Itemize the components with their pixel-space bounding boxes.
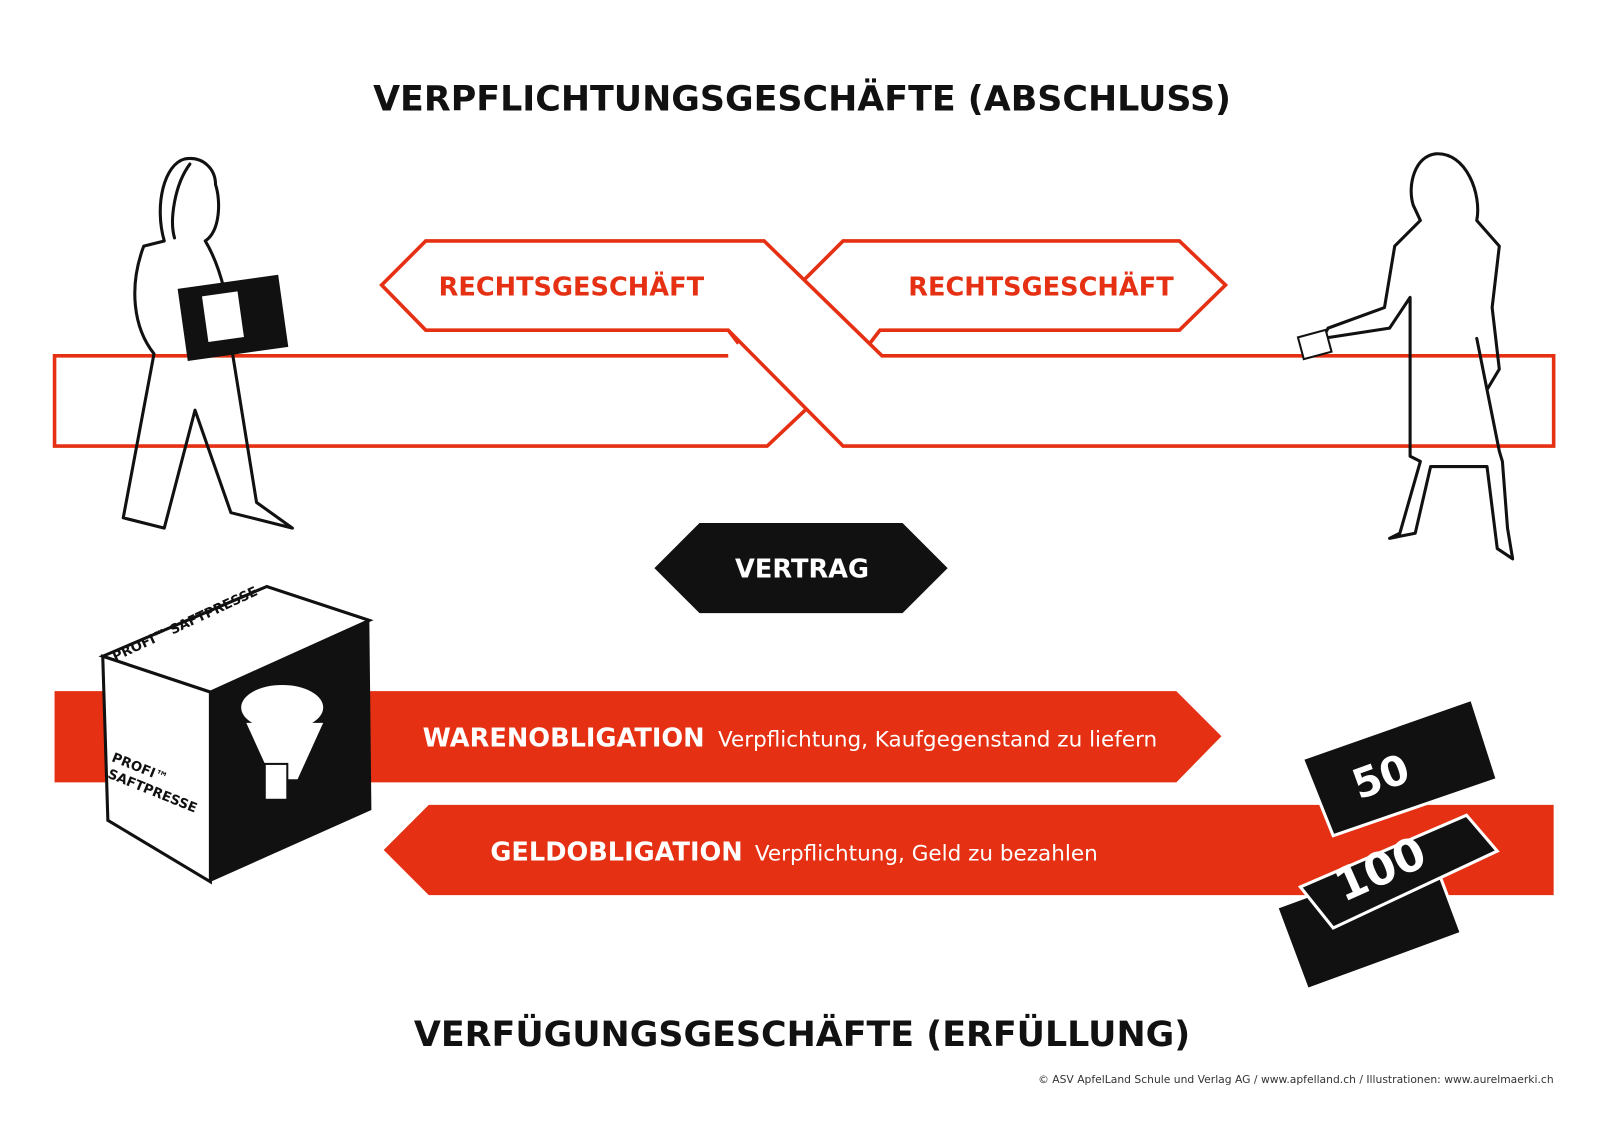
geldobligation-text: Verpflichtung, Geld zu bezahlen bbox=[755, 841, 1098, 866]
geldobligation-arrow bbox=[383, 804, 1554, 896]
buyer-figure-illustration bbox=[1296, 152, 1515, 561]
rechtsgeschaeft-left-label: RECHTSGESCHÄFT bbox=[439, 272, 705, 302]
warenobligation-label: WARENOBLIGATION bbox=[423, 723, 705, 753]
title-verpflichtungsgeschaefte: VERPFLICHTUNGSGESCHÄFTE (ABSCHLUSS) bbox=[373, 78, 1231, 120]
vertrag-label: VERTRAG bbox=[735, 554, 869, 584]
copyright-footer: © ASV ApfelLand Schule und Verlag AG / w… bbox=[1038, 1073, 1554, 1086]
title-verfuegungsgeschaefte: VERFÜGUNGSGESCHÄFTE (ERFÜLLUNG) bbox=[414, 1013, 1190, 1055]
rechtsgeschaeft-ribbons bbox=[52, 239, 1556, 448]
banknotes-illustration: 50 100 bbox=[1274, 697, 1500, 992]
warenobligation-text: Verpflichtung, Kaufgegenstand zu liefern bbox=[718, 727, 1157, 752]
geldobligation-label: GELDOBLIGATION bbox=[490, 837, 742, 867]
saftpresse-box-illustration: PROFI™ SAFTPRESSE PROFI™ SAFTPRESSE bbox=[98, 584, 374, 885]
seller-figure-illustration bbox=[121, 156, 294, 530]
vertrag-badge bbox=[654, 522, 948, 614]
rechtsgeschaeft-right-label: RECHTSGESCHÄFT bbox=[908, 272, 1174, 302]
